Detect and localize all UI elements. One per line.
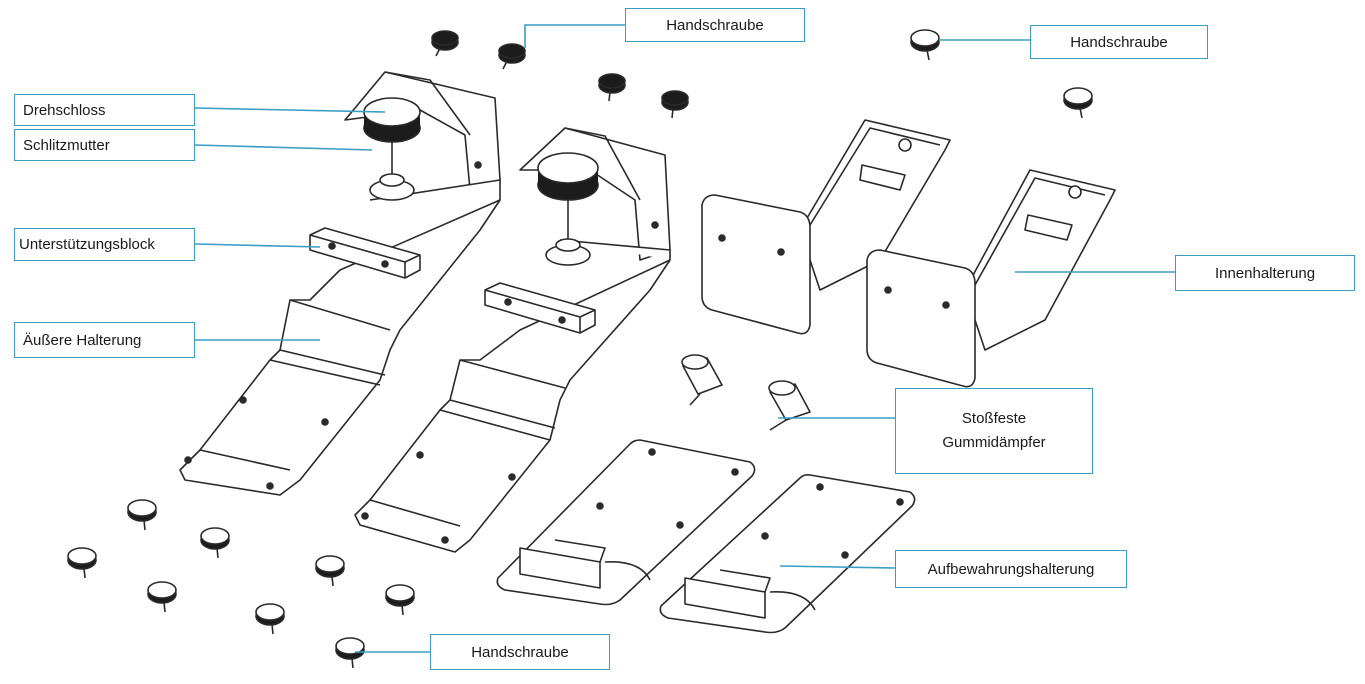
callout-leaders <box>194 24 1175 653</box>
label-handschraube-bottom: Handschraube <box>430 634 610 670</box>
outer-bracket-left <box>179 71 501 496</box>
rubber-dampers <box>681 354 811 431</box>
label-aufbewahrungshalterung: Aufbewahrungshalterung <box>895 550 1127 588</box>
label-innenhalterung: Innenhalterung <box>1175 255 1355 291</box>
storage-bracket-right <box>659 474 916 634</box>
label-handschraube-top: Handschraube <box>625 8 805 42</box>
inner-bracket-back <box>701 119 951 335</box>
thumb-screws <box>67 29 1093 669</box>
label-unterstuetzungsblock: Unterstützungsblock <box>14 228 195 261</box>
label-schlitzmutter: Schlitzmutter <box>14 129 195 161</box>
inner-bracket-front <box>866 169 1116 388</box>
label-handschraube-right: Handschraube <box>1030 25 1208 59</box>
label-aeussere-halterung: Äußere Halterung <box>14 322 195 358</box>
label-drehschloss: Drehschloss <box>14 94 195 126</box>
outer-bracket-middle <box>354 127 671 553</box>
storage-bracket-left <box>496 439 756 606</box>
label-gummidaempfer-line1: Stoßfeste <box>961 410 1027 427</box>
label-gummidaempfer-line2: Gummidämpfer <box>942 434 1046 451</box>
label-gummidaempfer: Stoßfeste Gummidämpfer <box>895 388 1093 474</box>
